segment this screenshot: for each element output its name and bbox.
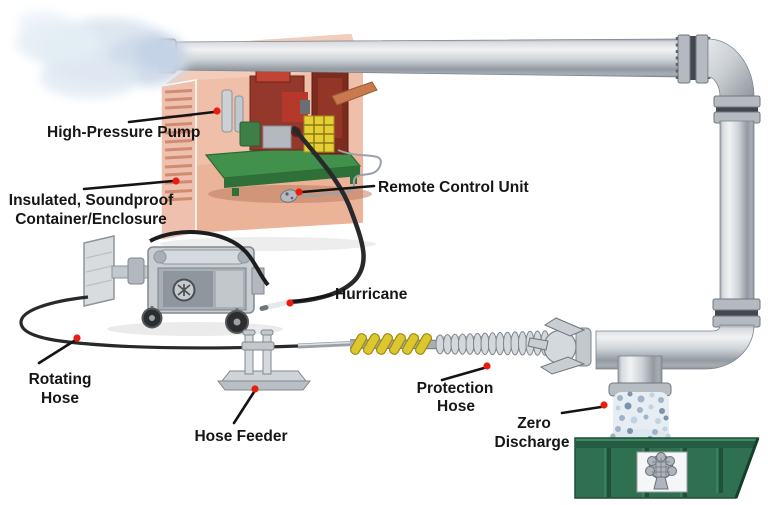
label-text: Zero bbox=[517, 415, 551, 432]
label-hurricane: Hurricane bbox=[286, 286, 408, 307]
leader-line bbox=[82, 179, 175, 191]
remote-cord bbox=[299, 149, 382, 198]
leader-line bbox=[300, 184, 376, 194]
debris-discharge bbox=[609, 391, 671, 445]
label-insulated-container: Insulated, Soundproof Container/Enclosur… bbox=[9, 177, 180, 228]
orange-beam bbox=[331, 81, 378, 106]
recycle-sign bbox=[636, 451, 688, 493]
pump-cylinder bbox=[221, 89, 233, 133]
hurricane-machine bbox=[83, 230, 283, 336]
leader-line bbox=[560, 405, 603, 415]
top-elbow bbox=[707, 38, 755, 98]
label-text: Insulated, Soundproof bbox=[9, 192, 174, 209]
label-hose-feeder: Hose Feeder bbox=[194, 385, 288, 445]
spiral-hose bbox=[349, 333, 437, 355]
label-text: Hose bbox=[437, 398, 475, 415]
pump-base-skirt bbox=[224, 166, 360, 188]
tree-icon bbox=[645, 452, 677, 490]
label-text: Hose Feeder bbox=[194, 428, 287, 445]
leader-line bbox=[232, 390, 256, 425]
cable-connector bbox=[265, 299, 292, 310]
label-text: High-Pressure Pump bbox=[47, 124, 200, 141]
label-protection-hose: Protection Hose bbox=[417, 362, 494, 415]
pipe-system bbox=[157, 34, 761, 397]
leader-line bbox=[440, 366, 486, 382]
discharge-outlet bbox=[617, 355, 663, 387]
leader-dot bbox=[213, 107, 221, 115]
braided-hose bbox=[297, 341, 353, 349]
top-roller bbox=[157, 249, 247, 265]
arm-cylinder bbox=[127, 257, 145, 285]
label-text: Discharge bbox=[495, 434, 570, 451]
labels: High-Pressure Pump Insulated, Soundproof… bbox=[9, 107, 608, 451]
engine-gray-part bbox=[300, 100, 310, 114]
vertical-pipe bbox=[719, 120, 755, 302]
control-panel-grid bbox=[304, 116, 334, 152]
hose-feeder bbox=[216, 329, 312, 391]
leader-dot bbox=[286, 299, 294, 307]
horizontal-pipe bbox=[173, 38, 681, 78]
pump-leg bbox=[232, 188, 239, 196]
claw-nozzle bbox=[527, 317, 592, 375]
label-text: Container/Enclosure bbox=[15, 211, 167, 228]
leader-line bbox=[291, 293, 333, 304]
feeder-clamp bbox=[241, 341, 275, 351]
label-text: Rotating bbox=[29, 371, 92, 388]
leader-dot bbox=[600, 401, 608, 409]
pipe-coupling-top bbox=[675, 34, 711, 84]
label-rotating-hose: Rotating Hose bbox=[29, 334, 92, 407]
label-zero-discharge: Zero Discharge bbox=[495, 401, 608, 451]
label-remote-control-unit: Remote Control Unit bbox=[295, 179, 529, 196]
label-text: Hurricane bbox=[335, 286, 408, 303]
label-high-pressure-pump: High-Pressure Pump bbox=[47, 107, 221, 141]
label-text: Remote Control Unit bbox=[378, 179, 529, 196]
leader-dot bbox=[251, 385, 259, 393]
leader-dot bbox=[73, 334, 81, 342]
leader-line bbox=[37, 339, 76, 365]
dumpster bbox=[574, 437, 760, 499]
leader-dot bbox=[172, 177, 180, 185]
pipe-coupling-lower-vertical bbox=[712, 298, 761, 328]
label-text: Protection bbox=[417, 380, 494, 397]
pump-gray-box bbox=[262, 125, 292, 149]
brand-emblem bbox=[172, 278, 196, 302]
machine-shadow bbox=[107, 322, 283, 336]
pipe-coupling-upper-vertical bbox=[713, 95, 761, 124]
leader-dot bbox=[295, 188, 303, 196]
leader-line bbox=[127, 110, 216, 124]
steam-cloud bbox=[16, 10, 188, 98]
overhead-hose bbox=[149, 230, 270, 287]
label-text: Hose bbox=[41, 390, 79, 407]
leader-dot bbox=[483, 362, 491, 370]
pump-tank bbox=[239, 121, 261, 147]
